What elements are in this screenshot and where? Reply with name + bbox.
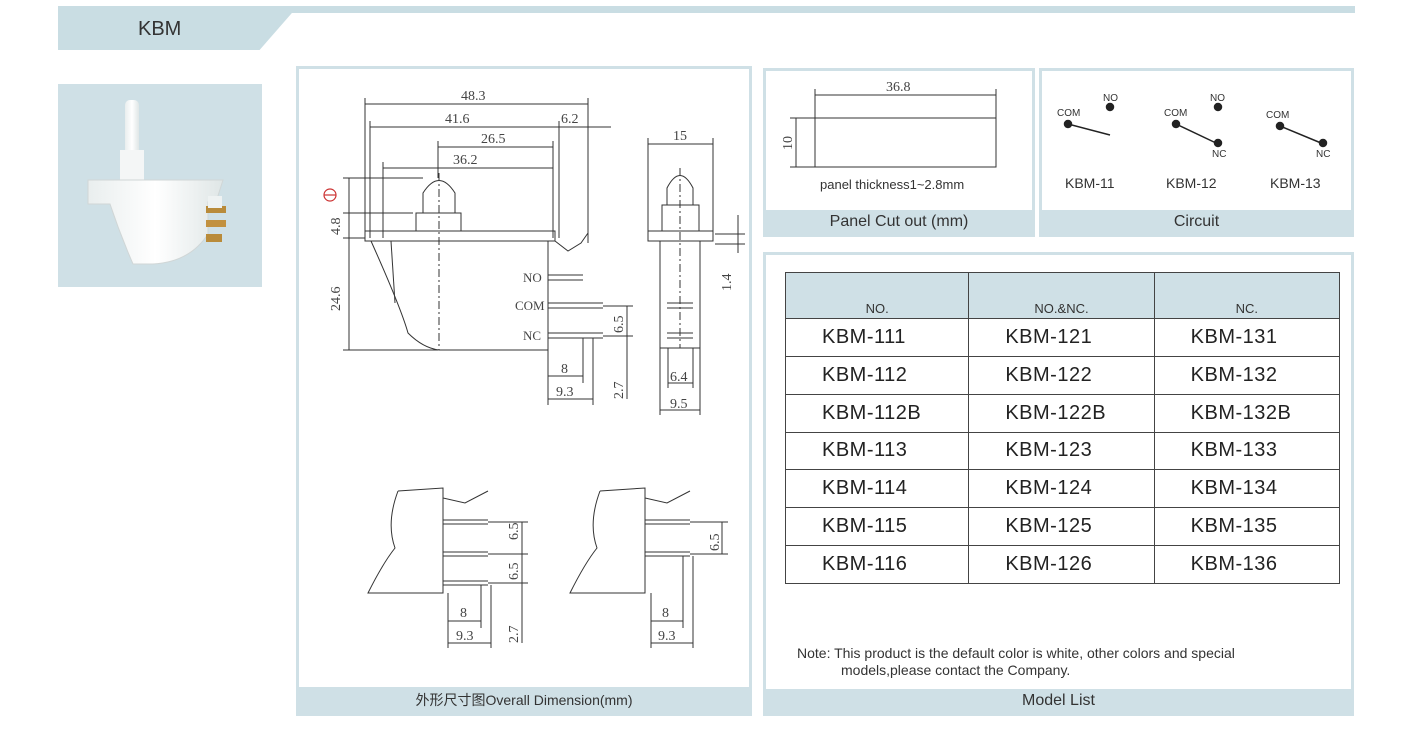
dim-overall-length: 48.3 bbox=[461, 89, 486, 104]
dim-terminal-length: 8 bbox=[561, 362, 568, 377]
table-row: KBM-115 KBM-125 KBM-135 bbox=[784, 507, 1341, 547]
circuit-caption: Circuit bbox=[1042, 210, 1351, 234]
header-no-nc: NO.&NC. bbox=[968, 272, 1155, 319]
model-cell: KBM-113 bbox=[784, 431, 970, 471]
circuit-3-com-label: COM bbox=[1266, 110, 1289, 121]
dim-lower-left-pitch-1: 6.5 bbox=[507, 523, 522, 541]
model-cell: KBM-132 bbox=[1153, 355, 1341, 395]
model-cell: KBM-121 bbox=[968, 318, 1155, 357]
cutout-panel: 36.8 10 panel thickness1~2.8mm Panel Cut… bbox=[763, 68, 1035, 237]
dim-body-length: 41.6 bbox=[445, 112, 470, 127]
table-row: KBM-112B KBM-122B KBM-132B bbox=[784, 393, 1341, 433]
dim-lower-left-length: 8 bbox=[460, 606, 467, 621]
cutout-caption: Panel Cut out (mm) bbox=[766, 210, 1032, 234]
terminal-com-label: COM bbox=[515, 298, 545, 313]
model-cell: KBM-136 bbox=[1153, 545, 1341, 584]
product-note: Note: This product is the default color … bbox=[797, 645, 1337, 679]
note-line-1: Note: This product is the default color … bbox=[797, 645, 1235, 661]
circuit-1-no-label: NO bbox=[1103, 93, 1118, 104]
model-cell: KBM-134 bbox=[1153, 469, 1341, 509]
note-line-2: models,please contact the Company. bbox=[841, 662, 1071, 678]
dim-lower-right-pitch: 6.5 bbox=[708, 534, 723, 552]
dim-plunger-offset: 26.5 bbox=[481, 132, 506, 147]
model-table: NO. NO.&NC. NC. KBM-111 KBM-121 KBM-131 … bbox=[784, 272, 1341, 584]
table-row: KBM-116 KBM-126 KBM-136 bbox=[784, 545, 1341, 584]
model-cell: KBM-132B bbox=[1153, 393, 1341, 433]
circuit-3-nc-label: NC bbox=[1316, 149, 1330, 160]
table-row: KBM-113 KBM-123 KBM-133 bbox=[784, 431, 1341, 471]
circuit-1-com-label: COM bbox=[1057, 108, 1080, 119]
dimension-panel: 48.3 41.6 6.2 26.5 36.2 4.8 24.6 NO COM … bbox=[296, 66, 752, 716]
circuit-3-name: KBM-13 bbox=[1270, 175, 1321, 191]
dim-terminal-total: 9.3 bbox=[556, 385, 574, 400]
model-cell: KBM-111 bbox=[784, 318, 970, 357]
dim-pin-gap: 6.4 bbox=[670, 370, 688, 385]
table-header-row: NO. NO.&NC. NC. bbox=[784, 272, 1341, 319]
dim-side-base: 9.5 bbox=[670, 397, 688, 412]
table-row: KBM-114 KBM-124 KBM-134 bbox=[784, 469, 1341, 509]
model-cell: KBM-114 bbox=[784, 469, 970, 509]
dim-plunger-height: 4.8 bbox=[329, 218, 344, 236]
model-cell: KBM-124 bbox=[968, 469, 1155, 509]
model-cell: KBM-112 bbox=[784, 355, 970, 395]
header-tab bbox=[58, 6, 298, 50]
model-cell: KBM-116 bbox=[784, 545, 970, 584]
model-list-caption: Model List bbox=[766, 689, 1351, 713]
dim-terminal-pitch: 6.5 bbox=[612, 316, 627, 334]
model-cell: KBM-131 bbox=[1153, 318, 1341, 357]
dim-lower-left-pitch-2: 6.5 bbox=[507, 563, 522, 581]
dimension-caption: 外形尺寸图Overall Dimension(mm) bbox=[299, 687, 749, 713]
model-cell: KBM-122 bbox=[968, 355, 1155, 395]
table-row: KBM-112 KBM-122 KBM-132 bbox=[784, 355, 1341, 395]
dim-body-height: 24.6 bbox=[329, 287, 344, 312]
circuit-2-name: KBM-12 bbox=[1166, 175, 1217, 191]
panel-thickness-note: panel thickness1~2.8mm bbox=[820, 177, 964, 192]
model-cell: KBM-112B bbox=[784, 393, 970, 433]
model-cell: KBM-123 bbox=[968, 431, 1155, 471]
product-photo bbox=[58, 84, 262, 287]
dim-flange-height: 1.4 bbox=[720, 274, 735, 292]
dim-tab-length: 6.2 bbox=[561, 112, 579, 127]
model-cell: KBM-135 bbox=[1153, 507, 1341, 547]
dim-lower-right-length: 8 bbox=[662, 606, 669, 621]
terminal-no-label: NO bbox=[523, 270, 542, 285]
dim-inner-length: 36.2 bbox=[453, 153, 478, 168]
cutout-height: 10 bbox=[781, 136, 796, 150]
circuit-2-com-label: COM bbox=[1164, 108, 1187, 119]
model-cell: KBM-133 bbox=[1153, 431, 1341, 471]
circuit-2-no-label: NO bbox=[1210, 93, 1225, 104]
dim-lower-left-offset: 2.7 bbox=[507, 626, 522, 644]
cutout-width: 36.8 bbox=[886, 80, 911, 95]
circuit-panel: COM NO COM NO NC COM NC KBM-11 KBM-12 KB… bbox=[1039, 68, 1354, 237]
dim-lower-right-total: 9.3 bbox=[658, 629, 676, 644]
model-cell: KBM-115 bbox=[784, 507, 970, 547]
circuit-1-name: KBM-11 bbox=[1065, 175, 1115, 191]
dim-side-width: 15 bbox=[673, 129, 687, 144]
header-nc: NC. bbox=[1153, 272, 1341, 319]
table-row: KBM-111 KBM-121 KBM-131 bbox=[784, 318, 1341, 357]
model-cell: KBM-125 bbox=[968, 507, 1155, 547]
header-no: NO. bbox=[784, 272, 970, 319]
dim-terminal-offset: 2.7 bbox=[612, 382, 627, 400]
circuit-2-nc-label: NC bbox=[1212, 149, 1226, 160]
model-cell: KBM-126 bbox=[968, 545, 1155, 584]
dim-lower-left-total: 9.3 bbox=[456, 629, 474, 644]
model-cell: KBM-122B bbox=[968, 393, 1155, 433]
header-band bbox=[58, 6, 1355, 13]
terminal-nc-label: NC bbox=[523, 328, 541, 343]
page-title: KBM bbox=[138, 18, 182, 40]
